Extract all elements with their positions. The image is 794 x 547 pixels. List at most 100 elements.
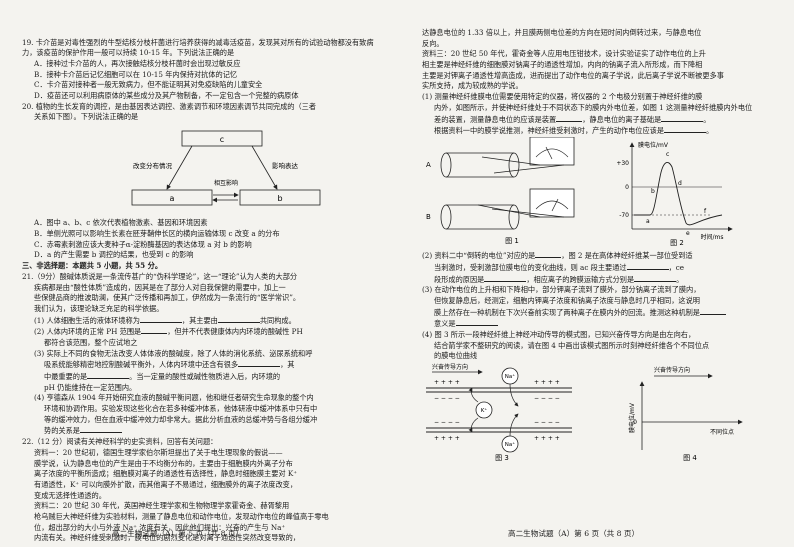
q22-material-2b: 枪乌贼巨大神经纤维为实验材料，测量了静息电位和动作电位，发现动作电位的峰值高于零…: [34, 511, 329, 521]
q22-line-1: 22.（12 分）阅读有关神经科学的史实资料，回答有关问题：: [22, 437, 218, 447]
diagram-label-a: a: [170, 194, 175, 203]
material-3c: 主要是对钾离子通透性增高造成，进而提出了动作电位的离子学说，此后离子学说不断被更…: [422, 70, 724, 80]
svg-text:− − − −: − − − −: [434, 395, 460, 402]
section-3-heading: 三、非选择题：本题共 5 小题，共 55 分。: [22, 261, 163, 271]
q20-stem-1: 20. 植物的生长发育的调控，是由基因表达调控、激素调节和环境因素调节共同完成的…: [22, 101, 317, 111]
r-sub-2c: 段形成的原因是，相应离子的跨膜运输方式分别是。: [434, 274, 684, 284]
fig2-curve: [634, 161, 723, 226]
fig4-caption: 图 4: [683, 454, 697, 462]
fig2-graph: 膜电位/mV +30 0 -70 a b c d e f 时间/ms: [616, 141, 733, 241]
material-3d: 实所支持，成为较成熟的学说。: [422, 81, 523, 91]
r-sub-3a: (3) 在动作电位的上升相和下降相中，部分钾离子流到了膜外，部分钠离子流到了膜内…: [422, 285, 701, 295]
fig2-point-c: c: [666, 151, 669, 158]
q19-option-b: B．接种卡介苗后记忆细胞可以在 10-15 年内保持对抗体的记忆: [34, 69, 238, 79]
q19-option-d: D．疫苗还可以利用病原体的某些成分及其产物制备，不一定包含一个完整的病原体: [34, 91, 299, 101]
fig2-point-e: e: [686, 230, 690, 237]
q20-option-d: D．a 的产生需要 b 调控的结果，也受到 c 的影响: [34, 250, 194, 260]
q21-line-2: 疾病都是由“酸性体质”造成的，因其是在了部分人对自我保健的需要中，加上一: [34, 282, 286, 292]
q21-sub-2: (2) 人体内环境的正常 PH 范围是，但并不代表健康体内内环境的酸碱性 PH: [34, 327, 303, 337]
right-page: 达静息电位的 1.33 倍以上，并且膜两侧电位差的方向在短时间内倒转过来，与静息…: [422, 28, 777, 465]
r-sub-1c: 差的装置，测量静息电位的应该是装置，静息电位的离子基础是。: [434, 114, 711, 124]
fig3-k-label: K⁺: [481, 407, 488, 414]
fig2-ytick-70: -70: [619, 212, 629, 219]
q21-sub-4d: 势的关系是: [22, 425, 377, 436]
r-sub-3c: 膜上然存在一种机制在下次兴奋前实现了两种离子在膜内外的回流。推测这种机制是: [422, 307, 777, 318]
fig1-device-b: B: [426, 188, 575, 230]
q21-sub-3c: 中最重要的是。当一定量的酸性或碱性物质进入后，内环境的: [44, 372, 281, 382]
material-3b: 相主要是神经纤维的细胞膜对钠离子的通透性增加，内向的钠离子流入所形成，而下降相: [422, 60, 703, 70]
q22-material-1e: 变成无选择性通透的。: [34, 490, 106, 500]
fig3-caption: 图 3: [495, 454, 509, 462]
fig4-ylabel: 膜电位/mV: [628, 402, 636, 433]
fig2-point-f: f: [704, 208, 707, 215]
fig2-ytick-0: 0: [625, 184, 629, 191]
fig2-ylabel: 膜电位/mV: [638, 141, 669, 149]
fig2-point-b: b: [651, 188, 655, 195]
q19-stem: 19. 卡介苗是对毒性强烈的牛型结核分枝杆菌进行培养获得的减毒活疫苗，发现其对所…: [22, 38, 374, 58]
q21-sub-1: (1) 人体细胞生活的液体环境称为，其主要由共同构成。: [34, 315, 296, 325]
diagram-box-a: [131, 189, 213, 206]
right-top-2: 反向。: [422, 38, 444, 48]
q22-material-2a: 资料二：20 世纪 30 年代，英国神经生理学家和生物物理学家霍奇金、赫胥黎用: [34, 501, 290, 511]
q20-option-b: B．单侧光照可以影响生长素在胚芽鞘伸长区的横向运输体现 c 改变 a 的分布: [34, 229, 280, 239]
fig2-xlabel: 时间/ms: [701, 233, 724, 241]
fig1-label-a: A: [426, 161, 431, 169]
r-sub-4c: 的膜电位曲线: [434, 351, 478, 361]
r-sub-1b: 内外，如图所示，并使神经纤维处于不同状态下的膜内外电位差，如图 1 这测量神经纤…: [434, 102, 753, 112]
fig3-na-bottom-label: Na⁺: [505, 441, 515, 448]
footer-right-page-number: 高二生物试题（A）第 6 页（共 8 页）: [508, 529, 640, 538]
diagram-right-label: 影响表达: [272, 161, 299, 170]
fig3-model: 兴奋传导方向 + + + + − − − − + + + + − − − − −…: [426, 363, 572, 453]
figures-1-2: A B 图 1: [426, 136, 733, 247]
q21-sub-3d: pH 仍能维持在一定范围内。: [44, 382, 137, 392]
q20-option-a: A．图中 a、b、c 依次代表植物激素、基因和环境因素: [34, 218, 208, 228]
q20-option-c: C．赤霉素刺激应该大麦种子α-淀粉酶基因的表达体现 a 对 b 的影响: [34, 239, 252, 249]
svg-text:− − − −: − − − −: [434, 419, 460, 426]
q21-sub-3: (3) 实际上不同的食物无法改变人体体液的酸碱度，除了人体的消化系统、泌尿系统和…: [34, 348, 313, 358]
q19-option-a: A．接种过卡介苗的人，再次接触结核分枝杆菌时会出现过敏反应: [34, 58, 241, 68]
q22-material-1c: 离子浓度的平衡所造成；细胞膜对离子的通透性有选择性，静息时细胞膜主要对 K⁺: [34, 469, 298, 479]
diagram-arrow-c-b: [251, 145, 278, 190]
q21-sub-4: (4) 亨德森从 1904 年开始研究血液的酸碱平衡问题，他和继任者研究生命现象…: [34, 393, 314, 403]
fig4-graph: 兴奋传导方向 膜电位/mV 0 不同位点: [628, 366, 743, 451]
material-3a: 资料三：20 世纪 50 年代，霍奇金等人应用电压钳技术，设计实验证实了动作电位…: [422, 49, 706, 59]
fig1-label-b: B: [426, 213, 431, 221]
q21-line-3: 些保健品商的推波助澜，使其广泛传播和再加工，伊然成为一条流行的“医学常识”。: [34, 293, 301, 303]
fig1-meter-b: [529, 188, 575, 218]
fig2-point-a: a: [646, 218, 650, 225]
diagram-arrow-c-a: [166, 145, 193, 190]
q21-sub-3b: 吸系统能够精密地控制酸碱平衡外，人体内环境中还含有很多，其: [44, 360, 295, 370]
svg-text:− − − −: − − − −: [534, 395, 560, 402]
fig4-xlabel: 不同位点: [710, 428, 734, 436]
q22-material-2d: 内流有关。神经纤维受刺激时，膜电位的剧烈变化是对离子通透性突然改变导致的，: [34, 533, 300, 543]
r-sub-4b: 结合箭学家不整研究的阅读，请在图 4 中画出该模式图所示时刻神经纤维各个不同位点: [434, 340, 710, 350]
svg-text:+ + + +: + + + +: [534, 435, 560, 442]
diagram-label-c: c: [220, 135, 224, 144]
q20-diagram: c a b 改变分布情况 影响表达 相互影响: [131, 130, 321, 206]
footer-left-page-number: 高二生物试题（A）第 5 页（共 8 页）: [112, 529, 244, 538]
r-sub-2a: (2) 资料二中“倒转的电位”对应的是，图 2 是在高体神经纤维某一部位受到适: [422, 251, 693, 261]
fig1-device-a: A: [426, 136, 575, 178]
diagram-box-c: [181, 130, 263, 147]
fig1-meter-a: [529, 136, 575, 166]
r-sub-3d: 意义是: [422, 318, 777, 329]
fig2-ytick-30: +30: [616, 160, 629, 167]
q21-sub-4b: 环境和协调作用。实验发现这些化合在若多种缓冲体系，他体研液中缓冲体系中只有中: [44, 404, 318, 414]
svg-text:− − − −: − − − −: [534, 419, 560, 426]
q22-material-1a: 资料一：20 世纪初，德国生理学家伯尔斯坦提出了关于电生理现象的假说——: [34, 447, 283, 457]
q22-material-1d: 有通透性，K⁺ 可以向膜外扩散，而其他离子不易通过，细胞膜外的离子浓度改变，: [34, 479, 298, 489]
fig2-caption: 图 2: [670, 239, 684, 247]
diagram-label-b: b: [277, 194, 282, 203]
fig2-point-d: d: [678, 180, 682, 187]
diagram-box-b: [239, 189, 321, 206]
r-sub-2b: 当刺激时，受刺激部位膜电位的变化曲线，则 ac 段主要通过，ce: [434, 262, 685, 272]
q22-material-1b: 膜学说，认为静息电位的产生是由于不均衡分布的，主要由于细胞膜内外离子分布: [34, 458, 293, 468]
fig3-na-top-label: Na⁺: [505, 373, 515, 380]
figures-3-4: 兴奋传导方向 + + + + − − − − + + + + − − − − −…: [426, 363, 743, 462]
q19-option-c: C．卡介苗对接种者一般无致病力，但不能证明其对免疫缺陷的儿童安全: [34, 80, 263, 90]
r-sub-3b: 但恢复静息后，经测定，细胞内钾离子浓度和钠离子浓度与静息时几乎相同，这说明: [434, 295, 700, 305]
diagram-left-label: 改变分布情况: [133, 161, 173, 170]
r-sub-1d: 根据资料一中的膜学说推测，神经纤维受刺激时，产生的动作电位应该是。: [434, 126, 714, 136]
diagram-mid-label: 相互影响: [214, 179, 238, 187]
r-sub-4a: (4) 图 3 所示一段神经纤维上神经冲动传导的模式图，已知兴奋传导方向是由左向…: [422, 329, 696, 339]
